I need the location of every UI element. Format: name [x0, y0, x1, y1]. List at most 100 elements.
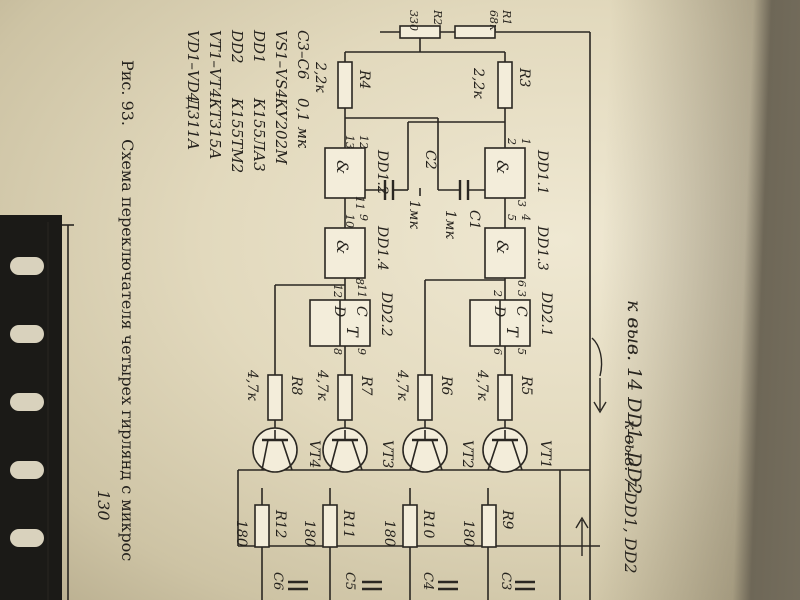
r7-value: 4,7к — [314, 369, 330, 401]
r2-ref: R2 — [431, 9, 444, 25]
r11-ref: R11 — [340, 509, 356, 538]
trigger-symbol: T — [343, 326, 362, 338]
board-slot — [10, 325, 44, 343]
r4-ref: R4 — [356, 69, 372, 89]
note-pin7: к выв. 7 DD1, DD2 — [621, 420, 640, 574]
parts-ref: VD1–VD4 — [184, 30, 202, 102]
board-slot — [10, 461, 44, 479]
r12-ref: R12 — [272, 509, 288, 538]
resistor-r4: R4 2,2к — [312, 61, 372, 109]
gate-dd1-1: & DD1.1 1 2 3 — [484, 137, 550, 207]
c3-ref: C3 — [498, 572, 513, 590]
pin-label: 11 — [353, 196, 366, 210]
r3-ref: R3 — [516, 67, 532, 88]
parts-ref: DD1 — [250, 29, 268, 64]
parts-ref: C3–C6 — [294, 30, 312, 80]
gate-dd1-3: & DD1.3 4 5 6 — [484, 213, 550, 287]
vt2-label: VT2 — [459, 440, 475, 468]
transistor-vt3: VT3 — [322, 427, 395, 473]
resistor-r6: R6 4,7к — [394, 369, 454, 421]
pin-label: 6 — [491, 348, 504, 355]
parts-value: КТ315А — [206, 97, 224, 160]
pin-label: 9 — [355, 348, 368, 355]
gate-label: DD1.1 — [534, 149, 550, 195]
trigger-label: DD2.1 — [538, 291, 554, 337]
r7-ref: R7 — [358, 375, 374, 396]
pin-label: 5 — [515, 348, 528, 355]
gate-dd1-2: & DD1.2 12 13 11 — [324, 135, 390, 210]
trigger-dd2-1: C D T DD2.1 3 2 5 6 — [469, 289, 554, 355]
vt1-label: VT1 — [537, 440, 553, 468]
pin-label: 13 — [343, 135, 356, 149]
capacitor-c4: C4 — [420, 572, 458, 590]
gate-label: DD1.3 — [534, 225, 550, 271]
pin-label: 1 — [519, 138, 532, 145]
side-label: VD — [774, 568, 790, 589]
gate-symbol: & — [333, 240, 352, 254]
c1-value: 1мк — [442, 210, 458, 240]
trigger-dd2-2: C D T DD2.2 11 12 9 8 — [309, 284, 394, 355]
caption-label: Рис. 93. — [118, 60, 137, 126]
c2-value: 1мк — [406, 200, 422, 230]
transistor-vt2: VT2 — [402, 427, 475, 473]
dimension-label: 130 — [94, 490, 113, 521]
r6-ref: R6 — [438, 375, 454, 396]
trigger-symbol: T — [503, 326, 522, 338]
c1-ref: C1 — [466, 210, 482, 230]
parts-value: КУ202М — [272, 97, 290, 165]
c4-ref: C4 — [420, 572, 435, 590]
gate-dd1-4: & DD1.4 9 10 8 — [324, 214, 390, 285]
capacitor-c1: C1 1мк — [438, 180, 505, 240]
parts-ref: VS1–VS4 — [272, 30, 290, 99]
r10-value: 180 — [381, 520, 397, 547]
parts-ref: DD2 — [228, 29, 246, 64]
board-slot — [10, 529, 44, 547]
r8-value: 4,7к — [244, 369, 260, 401]
trigger-d: D — [331, 305, 347, 317]
vt4-label: VT4 — [306, 440, 322, 468]
r12-value: 180 — [233, 520, 249, 547]
resistor-r5: R5 4,7к — [474, 369, 534, 421]
c5-ref: C5 — [342, 572, 357, 590]
r5-ref: R5 — [518, 375, 534, 396]
pin-label: 5 — [505, 214, 518, 221]
r10-ref: R10 — [420, 509, 436, 538]
r9-value: 180 — [460, 520, 476, 547]
board-slot — [10, 393, 44, 411]
pin-label: 2 — [491, 289, 504, 297]
pin-label: 10 — [343, 214, 356, 228]
capacitor-c6: C6 — [270, 572, 308, 590]
resistor-r12: R12 180 — [233, 504, 288, 548]
trigger-d: D — [491, 305, 507, 317]
resistor-r1: R1 68к — [454, 9, 513, 39]
r8-ref: R8 — [288, 375, 304, 396]
board-dimension: 130 — [47, 222, 113, 600]
r1-ref: R1 — [500, 9, 513, 25]
parts-value: Д311А — [184, 97, 202, 150]
parts-ref: VT1–VT4 — [206, 30, 224, 98]
pin-label: 8 — [331, 348, 344, 355]
resistor-r7: R7 4,7к — [314, 369, 374, 421]
resistor-r9: R9 180 — [460, 504, 515, 548]
r9-ref: R9 — [499, 509, 515, 530]
r5-value: 4,7к — [474, 369, 490, 401]
c6-ref: C6 — [270, 572, 285, 590]
capacitor-c5: C5 — [342, 572, 382, 590]
gate-label: DD1.2 — [374, 149, 390, 195]
pin-label: 8 — [353, 278, 366, 285]
resistor-r8: R8 4,7к — [244, 369, 304, 421]
c2-ref: C2 — [422, 150, 438, 170]
parts-list: C3–C6 0,1 мк VS1–VS4 КУ202М DD1 К155ЛА3 … — [184, 29, 312, 173]
resistor-r11: R11 180 — [301, 504, 356, 548]
handwritten-annotations: к выв. 14 DD1, DD2 к выв. 7 DD1, DD2 VD — [575, 300, 790, 589]
gate-symbol: & — [333, 160, 352, 174]
resistor-r3: R3 2,2к — [470, 61, 532, 109]
figure-caption: Рис. 93. Схема переключателя четырех гир… — [118, 60, 137, 561]
circuit-board-photo — [0, 215, 62, 600]
trigger-label: DD2.2 — [378, 291, 394, 337]
vt3-label: VT3 — [379, 440, 395, 468]
pin-label: 3 — [515, 290, 528, 297]
trigger-c: C — [353, 306, 369, 317]
